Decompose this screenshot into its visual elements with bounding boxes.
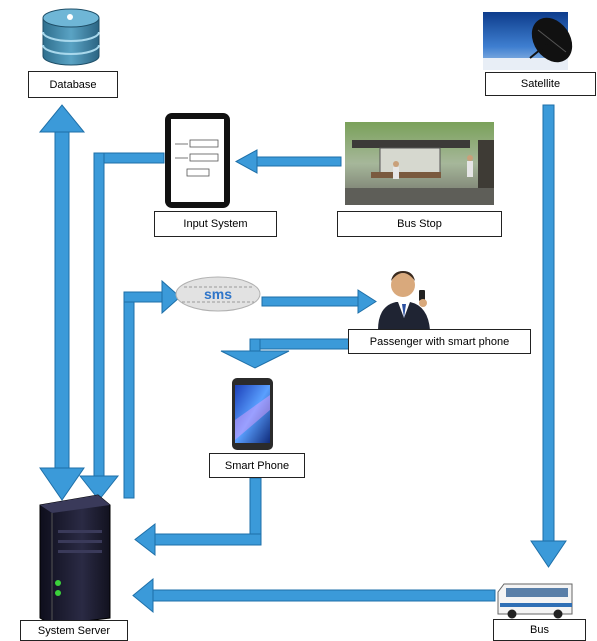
passenger-label: Passenger with smart phone xyxy=(348,329,531,354)
system-server-label: System Server xyxy=(20,620,128,641)
arrow-busstop-to-input xyxy=(234,149,342,174)
arrow-server-to-sms xyxy=(123,279,181,499)
bus-icon xyxy=(497,583,573,619)
bus-stop-label: Bus Stop xyxy=(337,211,502,237)
satellite-dish-icon xyxy=(483,12,573,70)
arrow-satellite-to-bus xyxy=(530,104,567,568)
arrow-passenger-to-phone xyxy=(220,338,351,369)
businessman-phone-icon xyxy=(378,271,430,330)
database-icon xyxy=(42,8,100,66)
bus-stop-photo xyxy=(345,122,494,205)
bus-label: Bus xyxy=(493,619,586,641)
arrow-phone-to-server xyxy=(134,477,262,557)
smartphone-icon xyxy=(232,378,273,450)
sms-cloud-icon: sms xyxy=(175,276,261,312)
arrow-input-to-server xyxy=(78,152,165,501)
svg-text:sms: sms xyxy=(204,286,232,302)
server-tower-icon xyxy=(39,494,111,626)
input-system-label: Input System xyxy=(154,211,277,237)
smart-phone-label: Smart Phone xyxy=(209,453,305,478)
arrow-database-server xyxy=(38,104,86,501)
arrow-bus-to-server xyxy=(132,577,496,614)
satellite-label: Satellite xyxy=(485,72,596,96)
tablet-form-icon xyxy=(165,113,230,208)
arrow-sms-to-passenger xyxy=(261,289,377,314)
database-label: Database xyxy=(28,71,118,98)
